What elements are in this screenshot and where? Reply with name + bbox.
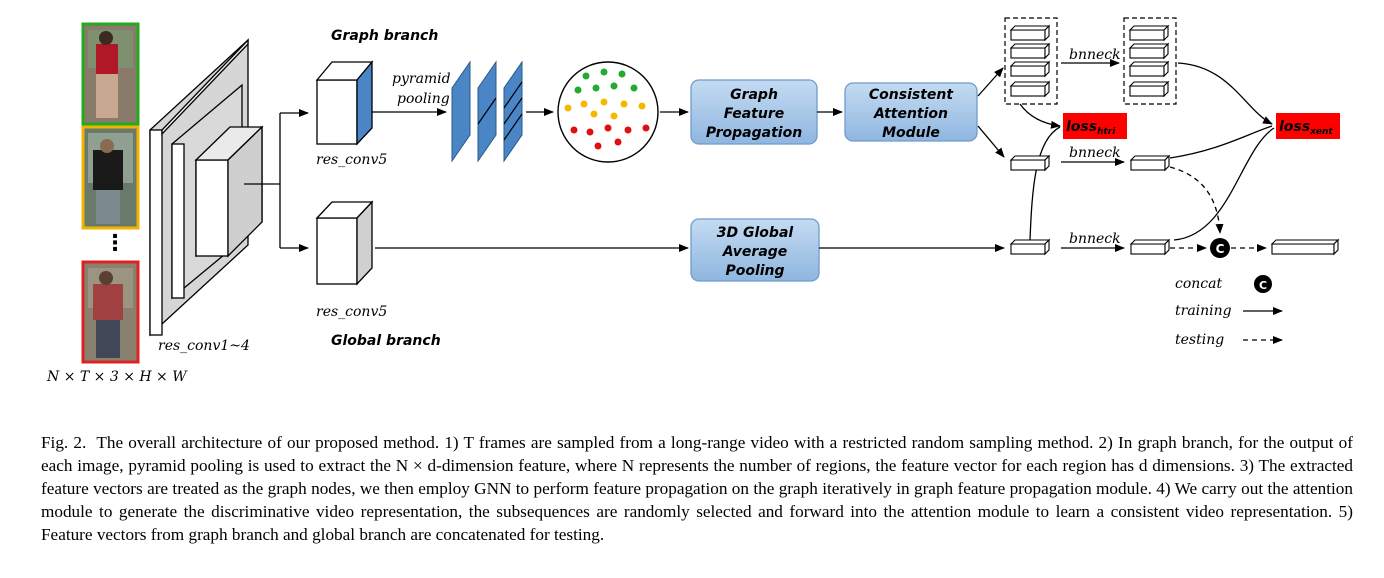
bnneck-features-group [1123, 17, 1177, 105]
caption-text: The overall architecture of our proposed… [41, 433, 1353, 544]
consistent-attention-module-box: Consistent Attention Module [844, 82, 978, 142]
res-conv5-global-block [315, 200, 374, 286]
graph-feature-vector [1009, 154, 1051, 172]
subsequence-features-group [1004, 17, 1058, 105]
bnneck-label-top: bnneck [1069, 47, 1121, 63]
res-conv5-global-label: res_conv5 [316, 304, 387, 320]
legend-training: training [1175, 303, 1232, 319]
pyramid-label-2: pooling [397, 91, 450, 107]
loss-xent: lossxent [1276, 113, 1340, 139]
curve-subseq-to-htri [1019, 103, 1061, 129]
input-frames: ⋮ [81, 22, 140, 364]
svg-text:losshtri: losshtri [1066, 119, 1116, 137]
bnneck-label-bot: bnneck [1069, 231, 1121, 247]
arrow-cam-to-feature [977, 125, 1005, 158]
arrow-cam-to-subseq [977, 67, 1004, 97]
svg-text:Pooling: Pooling [725, 263, 784, 279]
svg-text:3D Global: 3D Global [717, 225, 794, 241]
global-bnneck-vector [1129, 238, 1171, 256]
pyramid-label-1: pyramid [392, 71, 451, 87]
backbone-split-lines [244, 109, 309, 252]
svg-text:Graph: Graph [730, 87, 778, 103]
svg-text:Module: Module [882, 125, 940, 141]
res-conv5-graph-label: res_conv5 [316, 152, 387, 168]
global-branch-title: Global branch [331, 333, 441, 349]
curve-mid-to-xent [1169, 125, 1273, 159]
curve-top-to-xent [1177, 62, 1273, 125]
svg-text:Attention: Attention [873, 106, 948, 122]
caption-label: Fig. 2. [41, 433, 87, 452]
backbone-label: res_conv1~4 [158, 338, 250, 354]
legend-testing: testing [1175, 332, 1224, 348]
graph-nodes [557, 61, 659, 163]
svg-text:Feature: Feature [724, 106, 784, 122]
final-feature-vector [1270, 238, 1340, 256]
input-shape-label: N × T × 3 × H × W [46, 369, 188, 385]
graph-feature-propagation-box: Graph Feature Propagation [690, 79, 818, 145]
legend-concat: concat [1175, 276, 1222, 292]
figure-caption: Fig. 2. The overall architecture of our … [41, 431, 1353, 546]
global-average-pooling-box: 3D Global Average Pooling [690, 218, 820, 282]
concat-node: C [1210, 238, 1230, 258]
backbone-res-conv1-4 [149, 38, 264, 337]
architecture-diagram: ⋮ N × T × 3 × H × W res_conv1~4 Graph br… [46, 17, 1340, 385]
graph-branch-title: Graph branch [331, 28, 438, 44]
legend: concat C training testing [1175, 275, 1283, 348]
svg-text:C: C [1259, 279, 1267, 292]
pyramid-slices [451, 60, 523, 163]
svg-text:C: C [1216, 242, 1225, 256]
svg-text:Consistent: Consistent [869, 87, 954, 103]
graph-bnneck-vector [1129, 154, 1171, 172]
frames-ellipsis: ⋮ [104, 231, 126, 256]
curve-global-to-htri [1029, 126, 1061, 241]
global-feature-vector [1009, 238, 1051, 256]
test-path-mid-to-concat [1169, 166, 1224, 234]
res-conv5-graph-block [315, 60, 374, 146]
loss-htri: losshtri [1063, 113, 1127, 139]
svg-text:lossxent: lossxent [1279, 119, 1333, 137]
bnneck-label-mid: bnneck [1069, 145, 1121, 161]
curve-bot-to-xent [1173, 127, 1275, 241]
svg-text:Propagation: Propagation [706, 125, 802, 141]
svg-text:Average: Average [722, 244, 788, 260]
